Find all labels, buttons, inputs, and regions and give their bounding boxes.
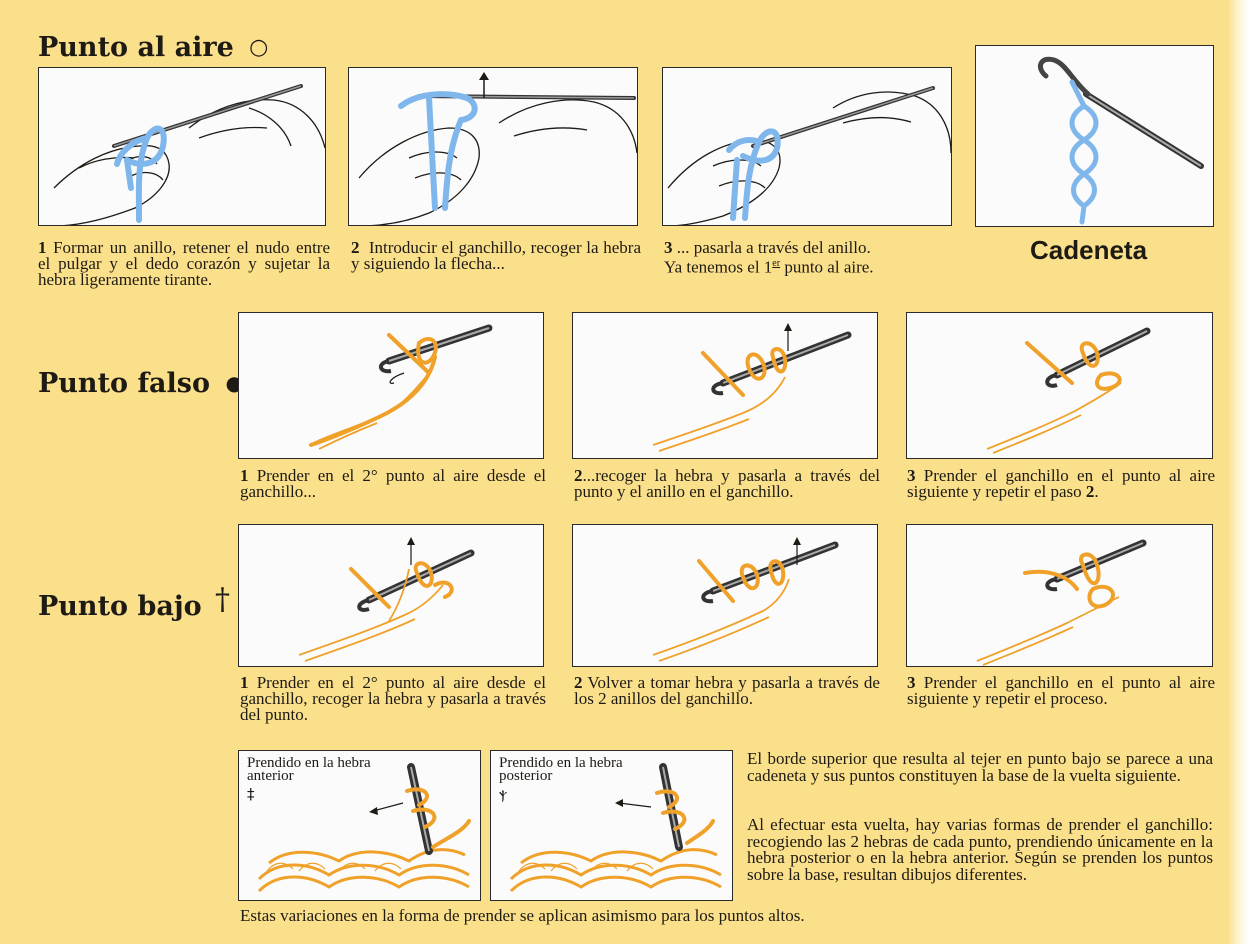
footer-note: Estas variaciones en la forma de prender… [240,906,805,925]
panel-variant-posterior: Prendido en la hebra posterior ⲯ [490,750,733,901]
hands-illustration-1 [53,84,325,225]
chain-illustration [1037,56,1204,225]
caption-aire-1: 1 Formar un anillo, retener el nudo entr… [38,238,331,289]
panel-falso-step-1 [238,312,544,459]
caption-falso-1: 1 Prender en el 2° punto al aire desde e… [240,466,547,501]
panel-aire-step-1 [38,67,326,226]
caption-falso-2: 2...recoger la hebra y pasarla a través … [574,466,880,501]
variant-anterior-symbol: ‡ [247,785,255,803]
bajo-illustration-2 [652,537,839,662]
caption-aire-2: 2 Introducir el ganchillo, recoger la he… [351,238,642,273]
panel-variant-anterior: Prendido en la hebra anterior ‡ [238,750,481,901]
caption-falso-3: 3 Prender el ganchillo en el punto al ai… [907,466,1215,501]
panel-aire-step-3 [662,67,952,226]
paragraph-borde-superior: El borde superior que resulta al tejer e… [747,749,1213,785]
bajo-illustration-3 [976,539,1147,666]
panel-cadeneta [975,45,1214,227]
panel-falso-step-2 [572,312,878,459]
title-punto-falso: Punto falso ● [38,368,243,399]
variant-posterior-label: Prendido en la hebra posterior [499,755,623,784]
title-punto-al-aire: Punto al aire ○ [38,32,269,63]
caption-bajo-2: 2 Volver a tomar hebra y pasarla a travé… [574,673,880,708]
cadeneta-title: Cadeneta [1030,235,1148,265]
variant-anterior-label: Prendido en la hebra anterior [247,755,371,784]
caption-aire-3: 3 ... pasarla a través del anillo. Ya te… [664,238,874,277]
hands-illustration-2 [358,72,637,225]
paragraph-formas-prender: Al efectuar esta vuelta, hay varias form… [747,815,1213,884]
falso-illustration-1 [308,324,493,450]
punto-al-aire-symbol: ○ [249,35,269,60]
title-punto-bajo: Punto bajo † [38,582,231,622]
falso-illustration-3 [986,327,1151,454]
variant-anterior-illustration [257,763,471,893]
hands-illustration-3 [667,86,951,225]
variant-posterior-symbol: ⲯ [499,785,508,803]
panel-aire-step-2 [348,67,638,226]
panel-falso-step-3 [906,312,1213,459]
panel-bajo-step-2 [572,524,878,667]
punto-bajo-symbol: † [215,582,231,617]
caption-bajo-3: 3 Prender el ganchillo en el punto al ai… [907,673,1215,708]
variant-posterior-illustration [509,763,722,893]
panel-bajo-step-3 [906,524,1213,667]
bajo-illustration-1 [298,537,475,662]
page-fold-edge [1228,0,1248,944]
falso-illustration-2 [652,323,852,452]
panel-bajo-step-1 [238,524,544,667]
caption-bajo-1: 1 Prender en el 2° punto al aire desde e… [240,673,547,724]
